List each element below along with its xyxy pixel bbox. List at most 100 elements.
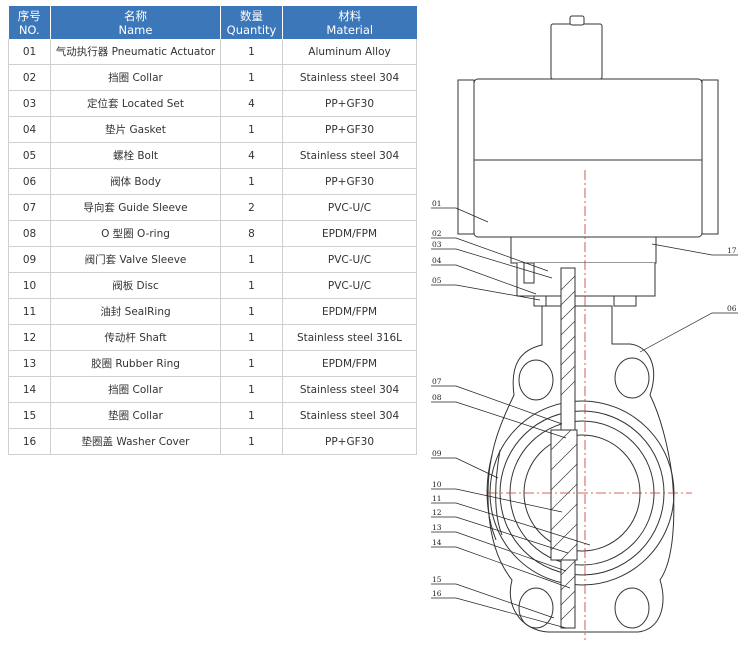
cell-no: 07 [8, 194, 51, 221]
callout-14: 14 [432, 538, 442, 547]
cell-name: 挡圈 Collar [50, 64, 221, 91]
upper-left-lug [518, 359, 554, 401]
callout-03: 03 [432, 240, 442, 249]
cell-material: PVC-U/C [282, 194, 417, 221]
callout-05: 05 [432, 276, 442, 285]
cell-quantity: 4 [220, 142, 283, 169]
cell-quantity: 1 [220, 39, 283, 65]
header-name-cn: 名称 [124, 8, 147, 23]
cell-name: 导向套 Guide Sleeve [50, 194, 221, 221]
cell-no: 11 [8, 298, 51, 325]
cell-quantity: 1 [220, 350, 283, 377]
callout-02: 02 [432, 229, 442, 238]
cell-quantity: 2 [220, 194, 283, 221]
cell-quantity: 1 [220, 402, 283, 429]
lower-right-lug [614, 587, 650, 629]
header-quantity-en: Quantity [226, 22, 277, 37]
cell-quantity: 4 [220, 90, 283, 117]
callout-15: 15 [432, 575, 442, 584]
actuator-left-cap [457, 79, 475, 235]
cell-material: PP+GF30 [282, 168, 417, 195]
callout-13: 13 [432, 523, 442, 532]
cell-name: 阀板 Disc [50, 272, 221, 299]
mount-collar [510, 236, 657, 264]
cell-no: 01 [8, 39, 51, 65]
cell-material: Stainless steel 304 [282, 402, 417, 429]
cell-no: 02 [8, 64, 51, 91]
cell-name: 垫圈盖 Washer Cover [50, 428, 221, 455]
callout-10: 10 [432, 480, 442, 489]
header-no: 序号 NO. [8, 6, 51, 39]
cell-material: PP+GF30 [282, 428, 417, 455]
cell-name: 定位套 Located Set [50, 90, 221, 117]
cell-material: EPDM/FPM [282, 220, 417, 247]
header-quantity-cn: 数量 [240, 8, 263, 23]
cell-quantity: 1 [220, 324, 283, 351]
cell-material: Aluminum Alloy [282, 39, 417, 65]
callout-06: 06 [727, 304, 737, 313]
disc [550, 429, 578, 561]
cell-material: Stainless steel 304 [282, 376, 417, 403]
cell-name: 油封 SealRing [50, 298, 221, 325]
callout-01: 01 [432, 199, 442, 208]
cell-material: Stainless steel 304 [282, 142, 417, 169]
cell-no: 09 [8, 246, 51, 273]
cell-material: EPDM/FPM [282, 298, 417, 325]
cell-no: 10 [8, 272, 51, 299]
header-quantity: 数量 Quantity [220, 6, 283, 39]
cell-name: 阀体 Body [50, 168, 221, 195]
cell-material: PP+GF30 [282, 90, 417, 117]
cell-name: 传动杆 Shaft [50, 324, 221, 351]
cell-material: EPDM/FPM [282, 350, 417, 377]
actuator-indicator [550, 23, 603, 80]
valve-body-outline [487, 305, 675, 633]
cell-name: 气动执行器 Pneumatic Actuator [50, 39, 221, 65]
cell-name: 垫圈 Collar [50, 402, 221, 429]
indicator-cap [569, 15, 585, 26]
valve-drawing: 01 02 03 04 05 06 07 08 09 10 11 12 13 1… [431, 15, 738, 640]
cell-material: Stainless steel 304 [282, 64, 417, 91]
header-material-en: Material [326, 22, 374, 37]
callout-17: 17 [727, 246, 737, 255]
cell-name: 阀门套 Valve Sleeve [50, 246, 221, 273]
cell-quantity: 1 [220, 298, 283, 325]
callout-16: 16 [432, 589, 442, 598]
cell-name: 垫片 Gasket [50, 116, 221, 143]
cell-name: 胶圈 Rubber Ring [50, 350, 221, 377]
cell-material: PVC-U/C [282, 272, 417, 299]
header-material-cn: 材料 [338, 8, 362, 23]
cell-quantity: 8 [220, 220, 283, 247]
cell-material: PVC-U/C [282, 246, 417, 273]
header-name-en: Name [118, 22, 153, 37]
cell-quantity: 1 [220, 246, 283, 273]
cell-name: O 型圈 O-ring [50, 220, 221, 247]
header-material: 材料 Material [282, 6, 417, 39]
upper-right-lug [614, 357, 650, 399]
cell-quantity: 1 [220, 116, 283, 143]
cell-no: 16 [8, 428, 51, 455]
callout-12: 12 [432, 508, 442, 517]
cell-no: 03 [8, 90, 51, 117]
parts-table: 序号 NO. 名称 Name 数量 Quantity 材料 Material 0… [8, 6, 417, 455]
callout-11: 11 [432, 494, 442, 503]
cell-no: 12 [8, 324, 51, 351]
cell-no: 08 [8, 220, 51, 247]
callout-07: 07 [432, 377, 442, 386]
cell-name: 螺栓 Bolt [50, 142, 221, 169]
cell-material: Stainless steel 316L [282, 324, 417, 351]
header-no-en: NO. [18, 22, 40, 37]
callout-04: 04 [432, 256, 442, 265]
